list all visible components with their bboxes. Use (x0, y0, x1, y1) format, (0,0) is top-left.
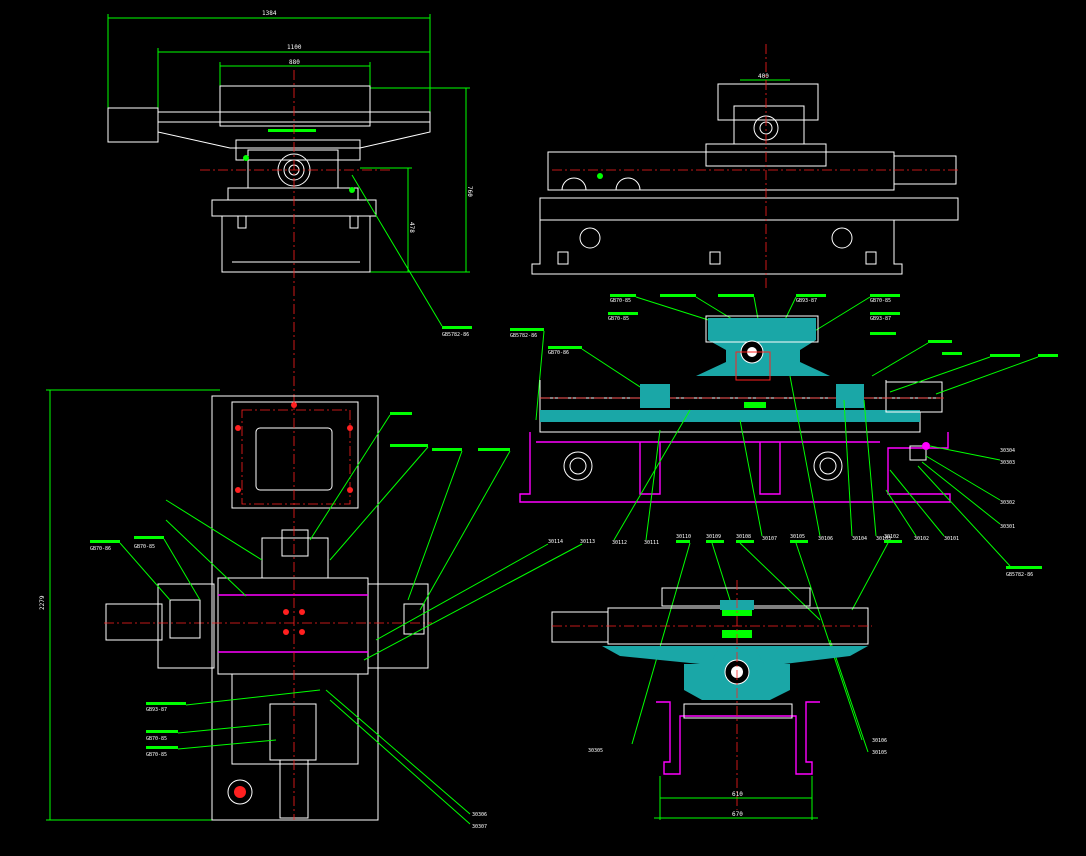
part-q3: 30305 (588, 748, 603, 754)
part-p1: 30114 (548, 539, 563, 545)
part-q8: 30102 (884, 534, 899, 540)
part-q1: 30306 (472, 812, 487, 818)
part-p14: 30101 (944, 536, 959, 542)
dim-inner-height: 478 (408, 222, 415, 233)
label-l6: GB93-87 (870, 316, 891, 322)
dim-top-mid: 1100 (287, 44, 302, 51)
part-q4: 30106 (872, 738, 887, 744)
dim-top-inner: 880 (289, 59, 300, 66)
part-p5: 30110 (676, 534, 691, 540)
part-p6: 30109 (706, 534, 721, 540)
part-q5: 30105 (872, 750, 887, 756)
part-p2: 30113 (580, 539, 595, 545)
label-l5: GB70-85 (608, 316, 629, 322)
label-l1: GB5782-86 (442, 332, 469, 338)
label-r3: GB70-85 (146, 752, 167, 758)
label-l8: GB70-86 (548, 350, 569, 356)
dim-base-610: 610 (732, 791, 743, 798)
label-r2: GB70-85 (146, 736, 167, 742)
part-p3: 30112 (612, 540, 627, 546)
part-p13: 30102 (914, 536, 929, 542)
part-p12: 30103 (876, 536, 891, 542)
dim-base-670: 670 (732, 811, 743, 818)
label-l13: 30302 (1000, 500, 1015, 506)
label-l7: GB5782-86 (510, 333, 537, 339)
part-p4: 30111 (644, 540, 659, 546)
label-l4: GB70-85 (870, 298, 891, 304)
part-p11: 30104 (852, 536, 867, 542)
label-l3: GB93-87 (796, 298, 817, 304)
end-section-view: 30110 30109 30108 30105 30102 30305 3010… (551, 534, 902, 820)
label-l2: GB70-85 (610, 298, 631, 304)
side-elevation-view: 400 (531, 44, 960, 290)
part-q2: 30307 (472, 824, 487, 830)
dim-right-height: 760 (466, 186, 473, 197)
label-l11: 30304 (1000, 448, 1015, 454)
label-r1: GB70-85 (134, 544, 155, 550)
label-l9: GB70-86 (90, 546, 111, 552)
dim-top-overall: 1384 (262, 10, 277, 17)
part-p9: 30106 (818, 536, 833, 542)
label-l14: 30301 (1000, 524, 1015, 530)
dim-plan-height: 2279 (39, 595, 46, 610)
section-view: GB70-85 GB93-87 GB70-85 GB70-85 GB93-87 … (510, 294, 1058, 578)
dim-side-width: 400 (758, 73, 769, 80)
front-elevation-view: 1384 1100 880 760 478 (107, 10, 473, 400)
part-p7: 30108 (736, 534, 751, 540)
plan-view: 2279 GB70-86 GB70-85 (39, 389, 595, 830)
part-p10: 30105 (790, 534, 805, 540)
label-l12: 30303 (1000, 460, 1015, 466)
part-p8: 30107 (762, 536, 777, 542)
label-l10: GB93-87 (146, 707, 167, 713)
label-l15: GB5782-86 (1006, 572, 1033, 578)
